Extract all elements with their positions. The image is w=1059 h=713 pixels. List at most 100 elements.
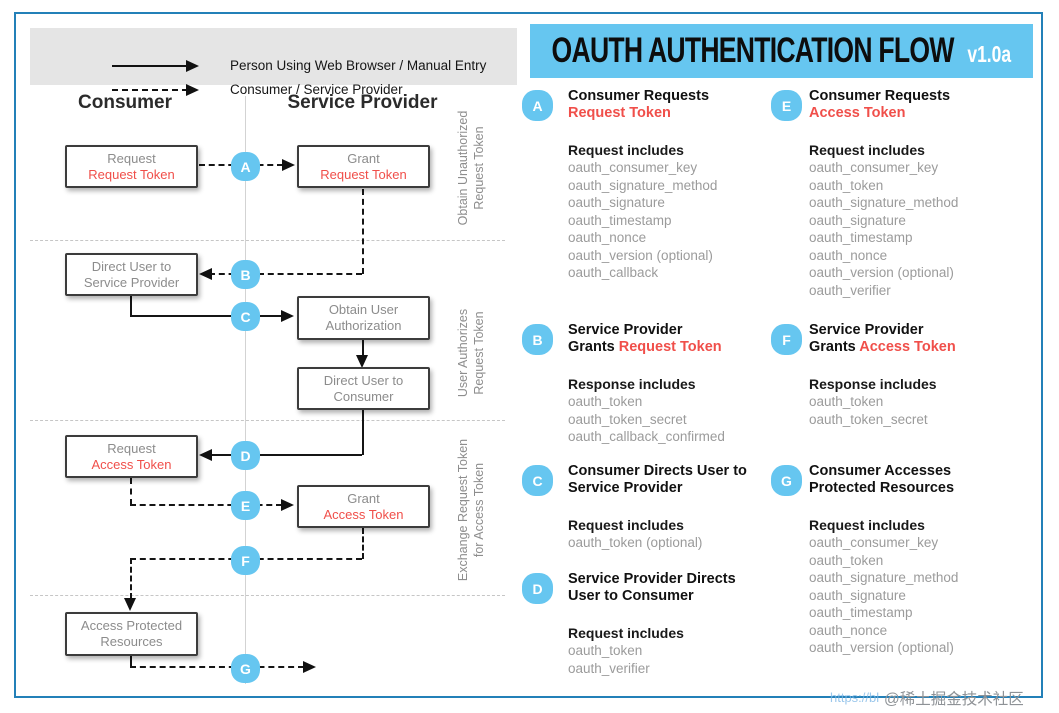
- param-line: oauth_signature_method: [568, 177, 718, 193]
- phase-label-exchange-token: Exchange Request Token for Access Token: [456, 438, 486, 582]
- phase-separator-1: [30, 240, 505, 241]
- flow-box-line1: Grant: [347, 490, 380, 506]
- connector-f-vertical-1: [362, 528, 364, 559]
- param-line: oauth_nonce: [809, 622, 888, 638]
- step-heading: Consumer Requests Access Token: [809, 88, 1044, 122]
- connector-e-vertical: [130, 478, 132, 505]
- param-line: oauth_version (optional): [809, 640, 954, 655]
- legend-solid-label: Person Using Web Browser / Manual Entry: [230, 58, 487, 73]
- param-line: oauth_version (optional): [809, 265, 954, 280]
- flow-box-line1: Request: [107, 150, 156, 166]
- dashed-arrow-line: [112, 89, 188, 91]
- step-heading: Service Provider Grants Access Token: [809, 322, 1044, 356]
- list-label: Response includes: [568, 376, 696, 392]
- solid-arrow-line: [112, 65, 188, 67]
- flow-box-line1: Grant: [347, 150, 380, 166]
- param-line: oauth_version (optional): [568, 247, 713, 263]
- column-header-consumer: Consumer: [78, 92, 172, 113]
- param-line: oauth_token: [568, 394, 643, 409]
- title-bar: OAUTH AUTHENTICATION FLOW v1.0a: [530, 24, 1033, 78]
- solid-arrowhead-icon: [186, 60, 199, 72]
- step-badge-a: A: [522, 90, 553, 121]
- step-section-a: Consumer Requests Request Token Request …: [568, 88, 783, 282]
- heading-black: Protected Resources: [809, 480, 955, 496]
- param-line: oauth_timestamp: [809, 230, 913, 245]
- connector-g-vertical: [130, 656, 132, 667]
- diagram-badge-e: E: [231, 491, 260, 520]
- list-label: Request includes: [568, 142, 684, 158]
- list-label: Request includes: [568, 517, 684, 533]
- heading-black: Consumer Requests: [809, 88, 951, 104]
- param-line: oauth_timestamp: [568, 212, 672, 228]
- heading-black: Service Provider Directs: [568, 571, 736, 587]
- diagram-badge-g: G: [231, 654, 260, 683]
- connector-f-vertical-2: [130, 558, 132, 599]
- flow-box-request-request-token: Request Request Token: [65, 145, 198, 188]
- title-group: OAUTH AUTHENTICATION FLOW v1.0a: [552, 31, 1012, 71]
- param-line: oauth_token (optional): [568, 535, 703, 550]
- step-heading: Service Provider Grants Request Token: [568, 322, 783, 356]
- heading-red: Request Token: [618, 339, 722, 355]
- connector-e-horizontal: [130, 504, 282, 506]
- flow-box-line2: Request Token: [88, 166, 175, 182]
- page-title: OAUTH AUTHENTICATION FLOW: [551, 31, 955, 70]
- connector-d-arrowhead: [199, 449, 212, 461]
- phase-label-obtain-unauthorized: Obtain Unauthorized Request Token: [456, 110, 486, 226]
- flow-box-direct-user-to-consumer: Direct User to Consumer: [297, 367, 430, 410]
- flow-box-line2: Access Token: [323, 506, 404, 522]
- step-badge-g: G: [771, 465, 802, 496]
- connector-auth-to-direct: [362, 340, 364, 357]
- column-header-service-provider: Service Provider: [287, 92, 438, 113]
- phase-separator-3: [30, 595, 505, 596]
- connector-g-horizontal: [130, 666, 304, 668]
- step-section-b: Service Provider Grants Request Token Re…: [568, 322, 783, 446]
- flow-box-grant-access-token: Grant Access Token: [297, 485, 430, 528]
- param-line: oauth_consumer_key: [809, 535, 939, 550]
- step-badge-f: F: [771, 324, 802, 355]
- flow-box-obtain-user-auth: Obtain User Authorization: [297, 296, 430, 340]
- connector-c-vertical: [130, 296, 132, 316]
- param-line: oauth_signature: [568, 195, 665, 210]
- flow-box-line1: Request: [107, 440, 156, 456]
- param-line: oauth_signature: [809, 587, 906, 603]
- watermark-text: @稀土掘金技术社区: [884, 691, 1024, 708]
- param-line: oauth_nonce: [568, 230, 647, 245]
- legend-dashed-label: Consumer / Service Provider: [230, 82, 403, 97]
- list-label: Request includes: [809, 517, 925, 533]
- heading-red: Request Token: [568, 105, 671, 121]
- diagram-badge-d: D: [231, 441, 260, 470]
- connector-d-horizontal: [209, 454, 362, 456]
- connector-auth-arrowhead: [356, 355, 368, 368]
- step-badge-e: E: [771, 90, 802, 121]
- flow-box-line2: Resources: [100, 634, 163, 649]
- flow-box-line2: Request Token: [320, 166, 407, 182]
- heading-black: Service Provider: [568, 322, 683, 338]
- param-line: oauth_timestamp: [809, 605, 913, 620]
- watermark-url-fragment: https://bl: [830, 690, 880, 705]
- connector-c-horizontal: [130, 315, 282, 317]
- flow-box-direct-user-to-sp: Direct User to Service Provider: [65, 253, 198, 296]
- connector-b-vertical: [362, 189, 364, 274]
- connector-b-arrowhead: [199, 268, 212, 280]
- diagram-badge-c: C: [231, 302, 260, 331]
- step-heading: Consumer Accesses Protected Resources: [809, 463, 1044, 497]
- step-section-d: Service Provider Directs User to Consume…: [568, 571, 783, 677]
- flow-box-line2: Authorization: [325, 318, 402, 333]
- step-heading: Consumer Directs User to Service Provide…: [568, 463, 783, 497]
- heading-black: Service Provider: [568, 480, 683, 496]
- param-line: oauth_signature_method: [809, 195, 959, 210]
- param-line: oauth_verifier: [568, 660, 650, 676]
- heading-black: Consumer Accesses: [809, 463, 952, 479]
- param-line: oauth_signature_method: [809, 570, 959, 585]
- param-line: oauth_signature: [809, 212, 906, 228]
- step-badge-b: B: [522, 324, 553, 355]
- phase-label-user-authorizes: User Authorizes Request Token: [456, 308, 486, 398]
- param-line: oauth_token: [568, 643, 643, 658]
- heading-red: Access Token: [809, 105, 906, 121]
- diagram-badge-f: F: [231, 546, 260, 575]
- flow-box-line2: Consumer: [333, 388, 394, 404]
- param-line: oauth_token: [809, 394, 884, 409]
- heading-black: Grants: [809, 339, 860, 355]
